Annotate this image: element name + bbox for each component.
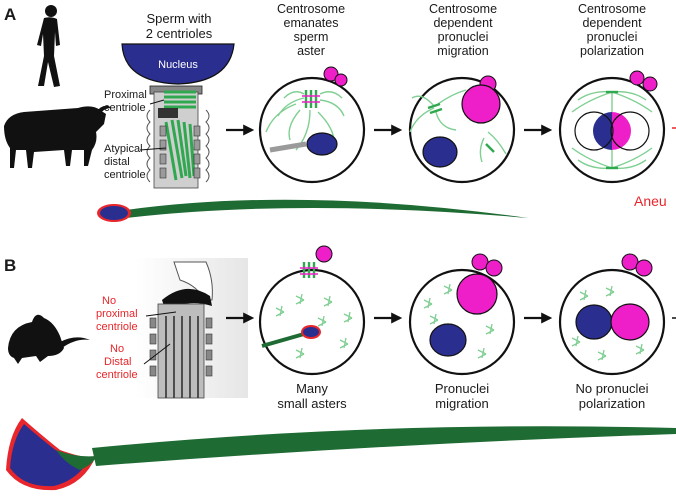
proximal-pointer [149,99,165,105]
distal-centriole-label-line3: centriole [104,169,146,181]
edge-text: Aneu [634,193,667,209]
proximal-centriole-label-line2: centriole [104,102,146,114]
step-a1-title-line4: aster [297,44,325,58]
step-a1-title-line2: emanates [284,16,339,30]
sperm-b-full [6,418,676,491]
distal-pointer [139,147,167,151]
egg-b1 [258,245,366,376]
distal-centriole-label-line2: distal [104,156,130,168]
egg-a2 [408,75,516,184]
step-a2-title-line4: migration [437,44,488,58]
no-distal-label-line1: No [110,343,124,355]
no-distal-label-line2: Distal [104,356,132,368]
egg-b3 [558,253,666,376]
no-distal-pointer [143,343,171,365]
panel-b-letter: B [4,256,16,275]
step-a1-title-line1: Centrosome [277,2,345,16]
mouse-icon [8,314,90,364]
no-proximal-label-line3: centriole [96,321,138,333]
no-distal-label-line3: centriole [96,369,138,381]
egg-a1 [258,66,366,184]
no-proximal-label-line2: proximal [96,308,138,320]
egg-a3 [558,70,666,184]
step-a2-title-line3: pronuclei [438,30,489,44]
step-a3-title-line3: pronuclei [587,30,638,44]
sperm-a-title-line2: 2 centrioles [146,26,213,41]
step-b2-caption-line2: migration [435,396,488,411]
step-b2-caption-line1: Pronuclei [435,381,489,396]
step-a3-title-line1: Centrosome [578,2,646,16]
egg-b2 [408,253,516,376]
step-a2-title-line1: Centrosome [429,2,497,16]
step-a1-title-line3: sperm [294,30,329,44]
human-icon [37,5,60,88]
sperm-a-title-line1: Sperm with [146,11,211,26]
sperm-a-diagram: Nucleus [121,43,235,189]
distal-centriole-label-line1: Atypical [104,143,143,155]
nucleus-label: Nucleus [158,59,198,71]
sperm-a-full [97,199,528,222]
panel-a-letter: A [4,5,16,24]
step-a3-title-line2: dependent [582,16,642,30]
step-b1-caption-line2: small asters [277,396,347,411]
step-b3-caption-line2: polarization [579,396,646,411]
bull-icon [4,105,112,168]
step-a2-title-line2: dependent [433,16,493,30]
no-proximal-pointer [145,311,177,317]
step-b3-caption-line1: No pronuclei [576,381,649,396]
step-a3-title-line4: polarization [580,44,644,58]
sperm-b-diagram [136,258,248,399]
proximal-centriole-label-line1: Proximal [104,89,147,101]
no-proximal-label-line1: No [102,295,116,307]
step-b1-caption-line1: Many [296,381,328,396]
